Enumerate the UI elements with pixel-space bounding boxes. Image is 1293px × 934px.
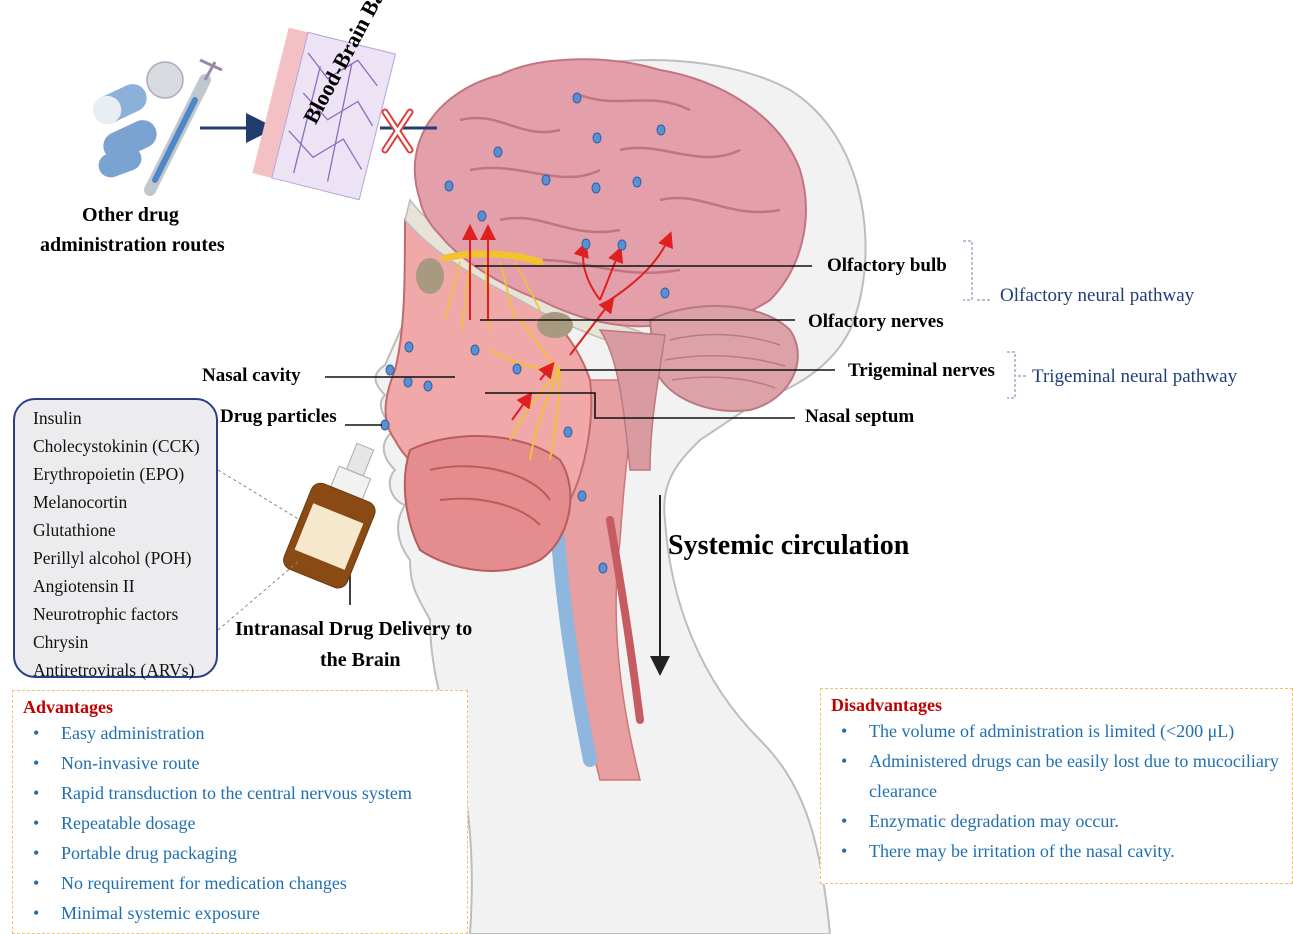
disadvantages-panel: Disadvantages The volume of administrati…	[820, 688, 1293, 884]
disadvantage-item: The volume of administration is limited …	[831, 716, 1292, 746]
other-routes-label-1: Other drug	[82, 204, 179, 227]
list-item: Antiretrovirals (ARVs)	[33, 656, 216, 684]
advantage-item: Easy administration	[23, 718, 467, 748]
list-item: Cholecystokinin (CCK)	[33, 432, 216, 460]
advantages-title: Advantages	[23, 697, 467, 718]
advantages-panel: Advantages Easy administration Non-invas…	[12, 690, 468, 934]
list-item: Glutathione	[33, 516, 216, 544]
list-item: Neurotrophic factors	[33, 600, 216, 628]
olfactory-pathway-label: Olfactory neural pathway	[1000, 285, 1194, 307]
advantage-item: Non-invasive route	[23, 748, 467, 778]
trigeminal-nerves-label: Trigeminal nerves	[848, 360, 995, 382]
drug-list-box: Insulin Cholecystokinin (CCK) Erythropoi…	[13, 398, 218, 678]
oral-cavity	[405, 436, 571, 571]
list-item: Chrysin	[33, 628, 216, 656]
nasal-septum-label: Nasal septum	[805, 406, 914, 428]
advantage-item: No requirement for medication changes	[23, 868, 467, 898]
nasal-spray-bottle-icon	[281, 434, 397, 591]
advantage-item: Repeatable dosage	[23, 808, 467, 838]
disadvantages-title: Disadvantages	[831, 695, 1292, 716]
list-item: Angiotensin II	[33, 572, 216, 600]
disadvantage-item: Enzymatic degradation may occur.	[831, 806, 1292, 836]
list-item: Insulin	[33, 404, 216, 432]
disadvantage-item: There may be irritation of the nasal cav…	[831, 836, 1292, 866]
list-item: Perillyl alcohol (POH)	[33, 544, 216, 572]
drug-particles-label: Drug particles	[220, 406, 337, 428]
list-item: Erythropoietin (EPO)	[33, 460, 216, 488]
trigeminal-pathway-label: Trigeminal neural pathway	[1032, 366, 1237, 388]
olfactory-nerves-label: Olfactory nerves	[808, 311, 944, 333]
intranasal-title-2: the Brain	[320, 649, 401, 672]
list-item: Melanocortin	[33, 488, 216, 516]
advantage-item: Rapid transduction to the central nervou…	[23, 778, 467, 808]
olfactory-bulb-label: Olfactory bulb	[827, 255, 947, 277]
other-routes-label-2: administration routes	[40, 234, 225, 257]
intranasal-title-1: Intranasal Drug Delivery to	[235, 618, 472, 641]
disadvantage-item: Administered drugs can be easily lost du…	[831, 746, 1279, 806]
advantage-item: Minimal systemic exposure	[23, 898, 467, 928]
systemic-circulation-label: Systemic circulation	[668, 530, 909, 562]
nasal-cavity-label: Nasal cavity	[202, 365, 301, 387]
advantage-item: Portable drug packaging	[23, 838, 467, 868]
